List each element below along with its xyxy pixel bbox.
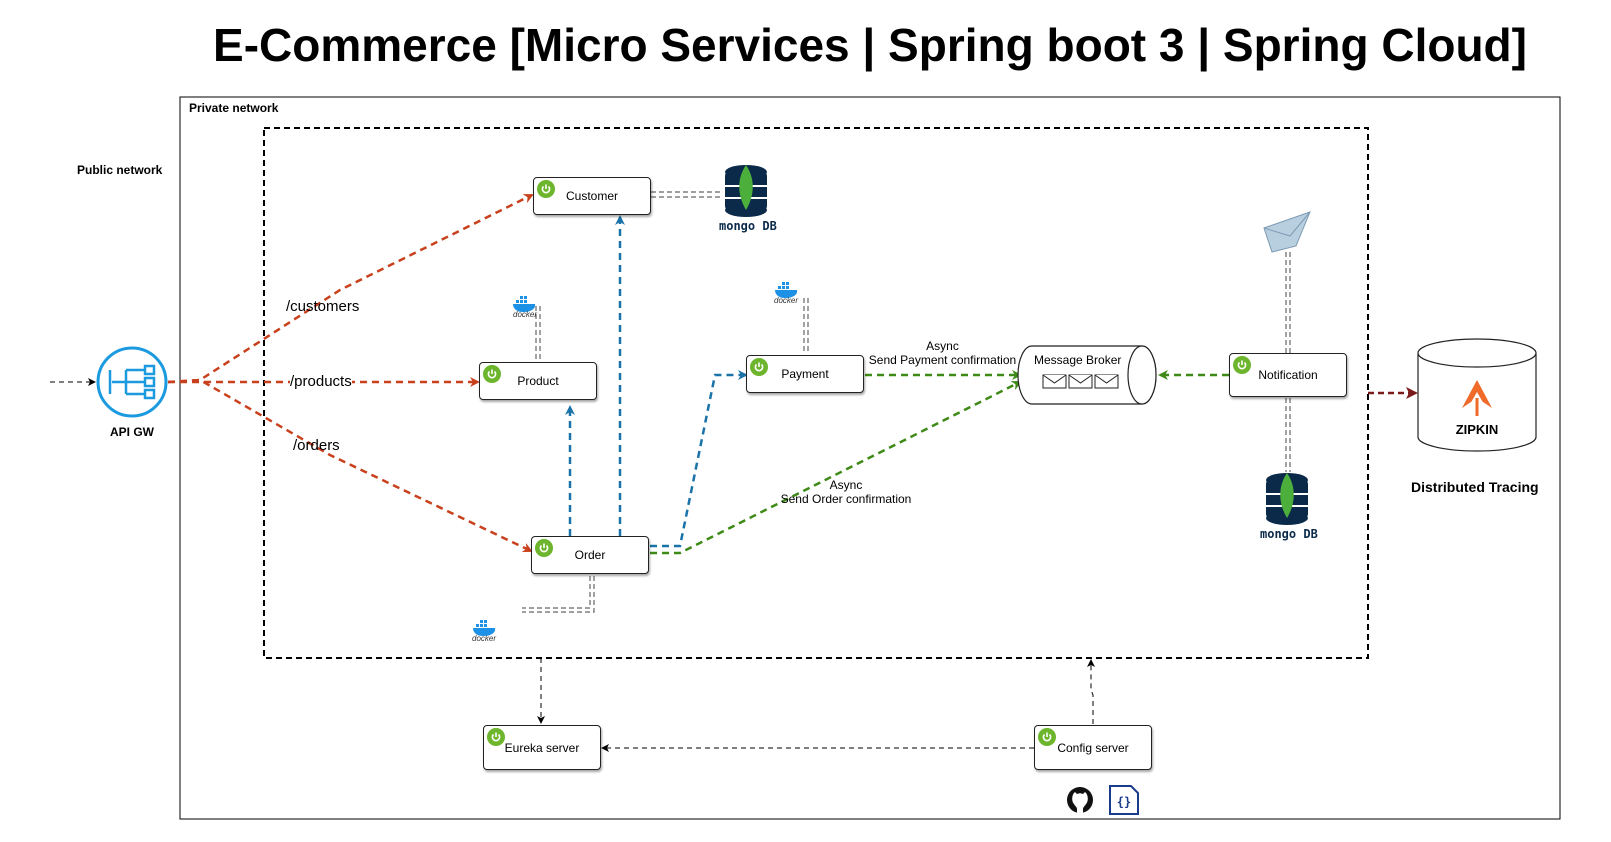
route-products-label: /products [290, 373, 352, 390]
gray-connectors [522, 191, 1291, 613]
public-network-label: Public network [77, 163, 163, 177]
api-gateway-icon [96, 346, 168, 418]
customer-service-label: Customer [565, 189, 618, 203]
spring-icon [1233, 356, 1251, 374]
route-orders-label: /orders [293, 437, 340, 454]
message-broker-label: Message Broker [1034, 353, 1122, 367]
order-confirmation-label: Send Order confirmation [780, 492, 912, 506]
message-broker-shape [1017, 345, 1157, 405]
mongodb-icon [1266, 473, 1308, 525]
payment-async-label: Async [926, 339, 959, 353]
payment-service[interactable]: Payment [746, 355, 864, 393]
spring-icon [483, 365, 501, 383]
api-gw-label: API GW [110, 425, 154, 439]
route-customers-arrow [167, 193, 534, 384]
config-server[interactable]: Config server [1034, 725, 1152, 770]
product-service[interactable]: Product [479, 362, 597, 400]
spring-icon [487, 728, 505, 746]
notification-service[interactable]: Notification [1229, 353, 1347, 397]
docker-icon [513, 296, 536, 312]
spring-icon [535, 539, 553, 557]
config-to-services-arrow [1087, 659, 1095, 724]
docker-icon [473, 620, 496, 636]
route-customers-label: /customers [286, 298, 360, 315]
json-file-icon: {} [1109, 785, 1139, 815]
payment-service-label: Payment [781, 367, 829, 381]
docker-product-label: docker [513, 310, 538, 319]
order-service-label: Order [574, 548, 606, 562]
docker-order-label: docker [472, 634, 497, 643]
order-to-payment-arrow [650, 370, 748, 548]
config-server-label: Config server [1057, 740, 1129, 755]
route-orders-arrow [167, 378, 533, 553]
eureka-server-label: Eureka server [504, 740, 580, 755]
customer-service[interactable]: Customer [533, 177, 651, 215]
mail-icon [1263, 211, 1311, 253]
page-title: E-Commerce [Micro Services | Spring boot… [213, 19, 1527, 71]
spring-icon [1038, 728, 1056, 746]
mail-envelopes [1042, 374, 1119, 389]
services-boundary [263, 127, 1369, 659]
zipkin-icon [1462, 380, 1492, 416]
private-network-boundary [179, 96, 1561, 820]
private-network-label: Private network [189, 101, 279, 115]
distributed-tracing-label: Distributed Tracing [1411, 479, 1539, 495]
svg-text:{}: {} [1117, 795, 1131, 809]
mongodb-notification-label: mongo DB [1260, 527, 1318, 541]
github-icon [1067, 787, 1093, 813]
order-to-broker-arrow [650, 380, 1022, 555]
mongodb-customer-label: mongo DB [719, 219, 777, 233]
zipkin-label: ZIPKIN [1455, 422, 1499, 437]
product-service-label: Product [517, 374, 559, 388]
payment-confirmation-label: Send Payment confirmation [868, 353, 1017, 367]
eureka-server[interactable]: Eureka server [483, 725, 601, 770]
spring-icon [537, 180, 555, 198]
docker-payment-label: docker [774, 296, 799, 305]
spring-icon [750, 358, 768, 376]
notification-service-label: Notification [1258, 368, 1318, 382]
order-service[interactable]: Order [531, 536, 649, 574]
docker-icon [775, 282, 798, 298]
order-async-label: Async [829, 478, 863, 492]
mongodb-icon [725, 165, 767, 217]
